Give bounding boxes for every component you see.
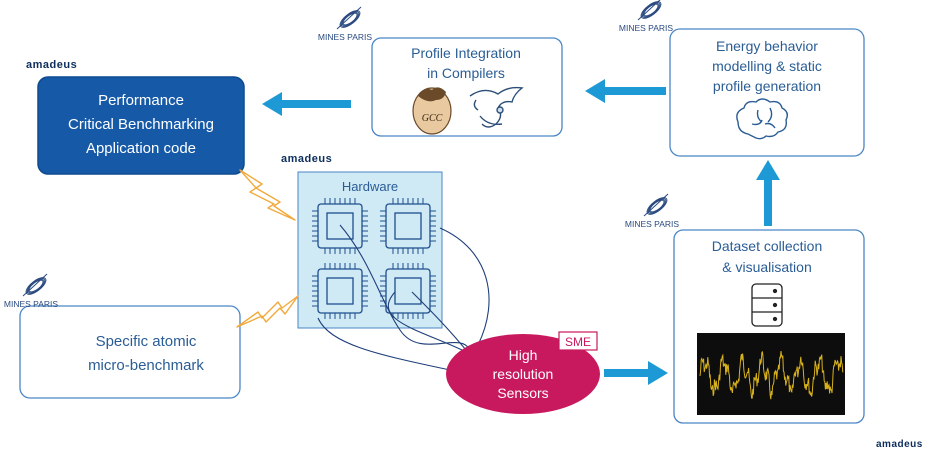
gcc-label: GCC <box>422 113 443 124</box>
performance-box: Performance Critical Benchmarking Applic… <box>37 76 245 175</box>
profile-line-2: in Compilers <box>427 65 505 81</box>
dataset-line-2: & visualisation <box>722 259 812 275</box>
mines-paris-label: MINES PARIS <box>4 299 58 309</box>
performance-line-1: Performance <box>98 92 184 109</box>
arrow-profile-to-performance <box>262 92 351 116</box>
mines-paris-logo-icon: MINES PARIS <box>4 273 58 309</box>
mines-paris-label: MINES PARIS <box>318 32 372 42</box>
chip-icon <box>380 263 436 319</box>
performance-line-2: Critical Benchmarking <box>68 116 214 133</box>
mines-paris-label: MINES PARIS <box>619 23 673 33</box>
micro-line-2: micro-benchmark <box>88 357 204 374</box>
mines-paris-logo-icon: MINES PARIS <box>318 6 372 42</box>
chip-icon <box>312 198 368 254</box>
mines-paris-label: MINES PARIS <box>625 219 679 229</box>
profile-integration-box: Profile Integration in Compilers GCC <box>371 37 563 137</box>
amadeus-logo-performance: amadeus <box>26 59 78 71</box>
mines-paris-logo-icon: MINES PARIS <box>625 193 679 229</box>
mines-paris-logo-icon: MINES PARIS <box>619 0 673 33</box>
micro-line-1: Specific atomic <box>96 333 197 350</box>
lightning-icon <box>236 295 299 328</box>
sensors-line-1: High <box>509 347 538 363</box>
dragon-icon <box>469 86 524 128</box>
gcc-logo-icon: GCC <box>412 87 452 135</box>
amadeus-logo-footer: amadeus <box>876 439 923 450</box>
sensor-wires <box>317 224 490 371</box>
sme-badge: SME <box>558 331 598 351</box>
sme-label: SME <box>565 335 591 349</box>
dataset-box: Dataset collection & visualisation <box>673 229 865 424</box>
chip-icon <box>380 198 436 254</box>
sensors-line-3: Sensors <box>497 385 548 401</box>
hardware-label: Hardware <box>342 179 398 194</box>
brain-icon <box>736 98 789 140</box>
energy-line-1: Energy behavior <box>716 38 818 54</box>
energy-box: Energy behavior modelling & static profi… <box>669 28 865 157</box>
signal-plot-icon <box>697 333 845 415</box>
chip-icon <box>312 263 368 319</box>
amadeus-logo-hardware: amadeus <box>281 153 333 165</box>
dataset-line-1: Dataset collection <box>712 238 823 254</box>
lightning-icon <box>239 169 296 221</box>
micro-benchmark-box: Specific atomic micro-benchmark <box>19 305 241 399</box>
energy-line-3: profile generation <box>713 78 821 94</box>
energy-line-2: modelling & static <box>712 58 822 74</box>
performance-line-3: Application code <box>86 140 196 157</box>
sensors-line-2: resolution <box>493 366 554 382</box>
sensors-node: High resolution Sensors <box>446 334 600 414</box>
profile-line-1: Profile Integration <box>411 45 521 61</box>
arrow-energy-to-profile <box>585 79 666 103</box>
arrow-dataset-to-energy <box>756 160 780 226</box>
hardware-box: Hardware <box>297 171 443 329</box>
database-icon <box>751 283 783 327</box>
arrow-sensors-to-dataset <box>604 361 668 385</box>
